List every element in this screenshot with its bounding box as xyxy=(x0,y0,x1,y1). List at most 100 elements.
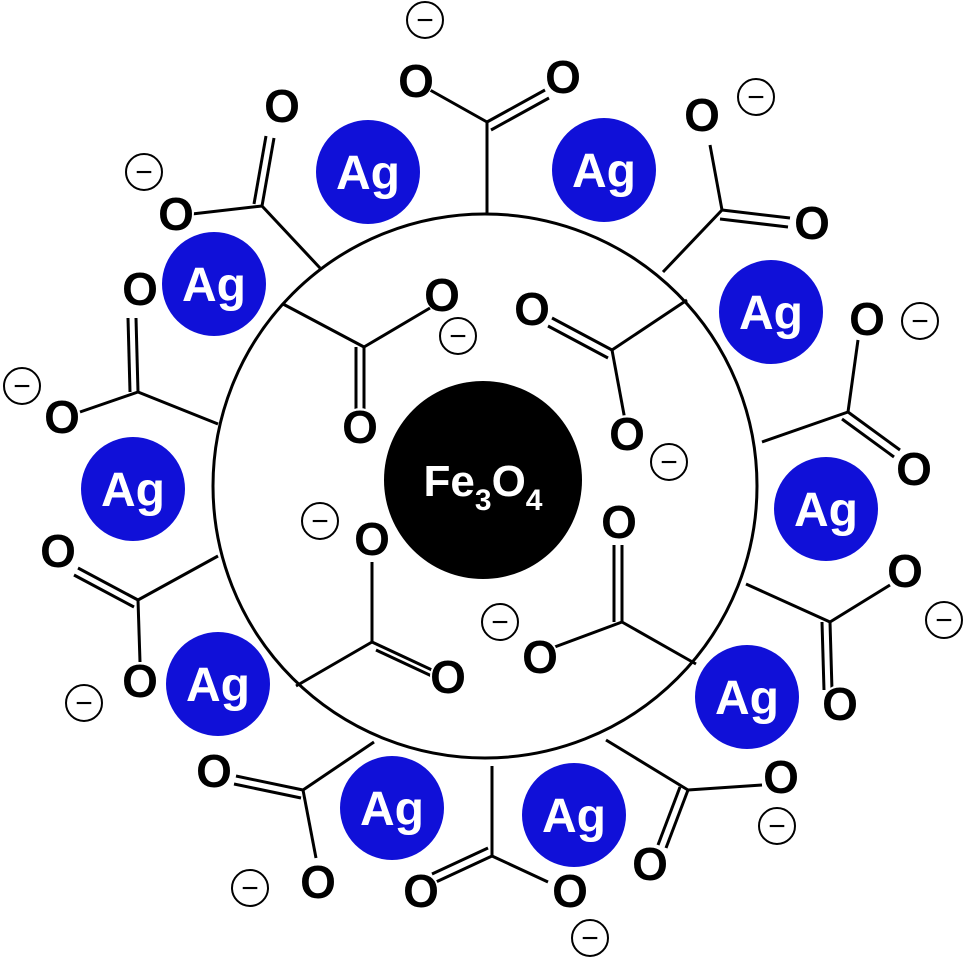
carboxylate-group xyxy=(282,302,431,410)
oxygen-backdrop xyxy=(632,845,668,881)
negative-charge-sign: − xyxy=(660,446,678,479)
negative-charge-sign: − xyxy=(491,606,509,639)
oxygen-backdrop xyxy=(887,552,923,588)
oxygen-backdrop xyxy=(158,195,194,231)
oxygen-backdrop xyxy=(264,87,300,123)
oxygen-label: O xyxy=(514,283,550,335)
oxygen-label: O xyxy=(398,55,434,107)
negative-charge-circle xyxy=(231,869,269,907)
negative-charge-sign: − xyxy=(449,320,467,353)
silver-sphere xyxy=(695,645,799,749)
silver-sphere xyxy=(340,756,444,860)
oxygen-backdrop xyxy=(601,503,637,539)
silver-sphere xyxy=(316,120,420,224)
oxygen-backdrop xyxy=(822,685,858,721)
negative-charge-sign: − xyxy=(75,687,93,720)
negative-charges: −−−−−−−−−−−−−− xyxy=(3,1,963,957)
oxygen-label: O xyxy=(354,513,390,565)
carboxylate-group xyxy=(605,738,763,849)
silver-label: Ag xyxy=(794,484,858,537)
negative-charge-sign: − xyxy=(935,604,953,637)
silver-label: Ag xyxy=(715,672,779,725)
negative-charge-circle xyxy=(650,443,688,481)
oxygen-backdrop xyxy=(342,408,378,444)
carboxylate-group xyxy=(661,144,791,274)
core-label: Fe3O4 xyxy=(424,457,543,517)
oxygen-label: O xyxy=(342,401,378,453)
negative-charge-sign: − xyxy=(768,810,786,843)
negative-charge-sign: − xyxy=(135,156,153,189)
oxygen-label: O xyxy=(158,188,194,240)
core-label-fe: Fe xyxy=(424,457,475,506)
negative-charge-circle xyxy=(3,367,41,405)
core-label-o: O xyxy=(492,457,526,506)
silver-sphere xyxy=(552,118,656,222)
oxygen-label: O xyxy=(887,545,923,597)
silver-sphere xyxy=(719,260,823,364)
oxygen-label: O xyxy=(40,525,76,577)
outer-carboxylates xyxy=(73,88,901,884)
oxygen-label: O xyxy=(822,678,858,730)
silver-label: Ag xyxy=(336,147,400,200)
negative-charge-sign: − xyxy=(241,872,259,905)
carboxylate-group xyxy=(429,88,550,214)
oxygen-backdrop xyxy=(849,300,885,336)
oxygen-backdrop xyxy=(300,863,336,899)
oxygen-backdrop xyxy=(122,662,158,698)
negative-charge-circle xyxy=(125,153,163,191)
oxygen-label: O xyxy=(424,269,460,321)
oxygen-backdrop xyxy=(196,752,232,788)
oxygen-backdrop xyxy=(122,270,158,306)
silver-label: Ag xyxy=(101,464,165,517)
oxygen-label: O xyxy=(264,80,300,132)
inner-carboxylates xyxy=(282,298,697,688)
negative-charge-circle xyxy=(481,603,519,641)
oxygen-backdrop xyxy=(424,276,460,312)
oxygen-backdrop xyxy=(44,398,80,434)
oxygen-backdrop xyxy=(354,520,390,556)
negative-charge-circle xyxy=(901,302,939,340)
carboxylate-group xyxy=(547,298,688,421)
negative-charge-sign: − xyxy=(581,922,599,955)
oxygen-backdrop xyxy=(552,872,588,908)
silver-label: Ag xyxy=(186,659,250,712)
oxygen-backdrop xyxy=(545,58,581,94)
oxygen-backdrop xyxy=(430,658,466,694)
carboxylate-group xyxy=(233,740,375,859)
negative-charge-circle xyxy=(439,317,477,355)
oxygen-backdrop xyxy=(522,638,558,674)
core-label-sub4: 4 xyxy=(526,484,543,517)
carboxylate-group xyxy=(295,562,437,688)
oxygen-label: O xyxy=(122,655,158,707)
oxygen-label: O xyxy=(44,391,80,443)
silver-label: Ag xyxy=(182,259,246,312)
carboxylate-group xyxy=(745,582,891,691)
carboxylate-group xyxy=(79,317,219,426)
oxygen-label: O xyxy=(794,197,830,249)
negative-charge-sign: − xyxy=(311,505,329,538)
oxygen-label: O xyxy=(552,865,588,917)
oxygen-label: O xyxy=(300,856,336,908)
negative-charge-circle xyxy=(65,684,103,722)
oxygen-label: O xyxy=(522,631,558,683)
oxygen-label: O xyxy=(122,263,158,315)
core-particle xyxy=(384,381,582,579)
oxygen-label: O xyxy=(763,751,799,803)
oxygen-label: O xyxy=(632,838,668,890)
negative-charge-sign: − xyxy=(911,305,929,338)
oxygen-label: O xyxy=(896,443,932,495)
oxygen-backdrop xyxy=(403,872,439,908)
silver-sphere xyxy=(166,632,270,736)
oxygen-backdrop xyxy=(896,450,932,486)
oxygen-label: O xyxy=(545,51,581,103)
carboxylate-group xyxy=(431,766,549,884)
oxygen-backdrop xyxy=(514,290,550,326)
negative-charge-circle xyxy=(737,78,775,116)
carboxylate-group xyxy=(73,554,219,663)
silver-sphere xyxy=(522,763,626,867)
silver-label: Ag xyxy=(360,783,424,836)
oxygen-label: O xyxy=(430,651,466,703)
